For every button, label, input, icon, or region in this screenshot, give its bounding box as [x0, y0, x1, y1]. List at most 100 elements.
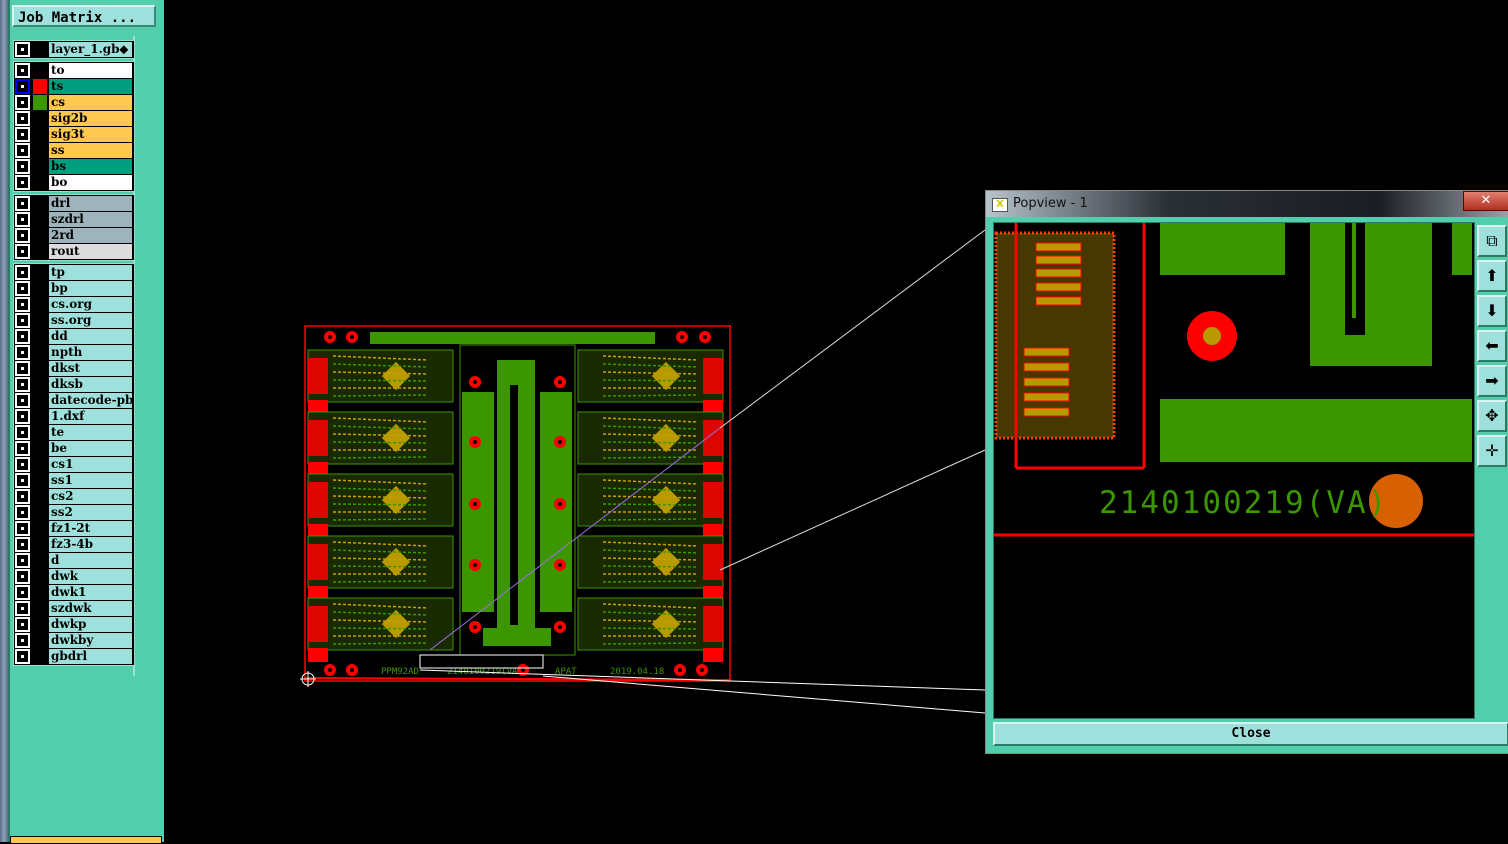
- fit-icon[interactable]: ✥: [1477, 400, 1507, 432]
- layer-select[interactable]: layer_1.gb⬥: [49, 42, 132, 57]
- window-close-button[interactable]: ✕: [1463, 191, 1508, 211]
- layer-checkbox[interactable]: [15, 175, 30, 190]
- move-left-icon[interactable]: ⬅: [1477, 330, 1507, 362]
- layer-checkbox[interactable]: [15, 409, 30, 424]
- layer-checkbox[interactable]: [15, 441, 30, 456]
- layer-name[interactable]: ss1: [49, 473, 132, 488]
- layer-row[interactable]: npth: [14, 345, 134, 360]
- layer-name[interactable]: to: [49, 63, 132, 78]
- zoom-home-icon[interactable]: ⧉: [1477, 225, 1507, 257]
- layer-name[interactable]: te: [49, 425, 132, 440]
- layer-name[interactable]: dwkby: [49, 633, 132, 648]
- layer-checkbox[interactable]: [15, 393, 30, 408]
- layer-row[interactable]: fz1-2t: [14, 521, 134, 536]
- layer-name[interactable]: dwkp: [49, 617, 132, 632]
- layer-checkbox[interactable]: [15, 297, 30, 312]
- layer-row[interactable]: dwk1: [14, 585, 134, 600]
- layer-row[interactable]: ts: [14, 79, 134, 94]
- layer-checkbox[interactable]: [15, 313, 30, 328]
- layer-checkbox[interactable]: [15, 457, 30, 472]
- layer-row[interactable]: fz3-4b: [14, 537, 134, 552]
- layer-row[interactable]: te: [14, 425, 134, 440]
- layer-checkbox[interactable]: [15, 95, 30, 110]
- layer-checkbox[interactable]: [15, 281, 30, 296]
- layer-row[interactable]: bp: [14, 281, 134, 296]
- layer-checkbox[interactable]: [15, 244, 30, 259]
- layer-row[interactable]: dd: [14, 329, 134, 344]
- layer-row[interactable]: 2rd: [14, 228, 134, 243]
- layer-checkbox[interactable]: [15, 329, 30, 344]
- layer-row[interactable]: dwkby: [14, 633, 134, 648]
- layer-checkbox[interactable]: [15, 63, 30, 78]
- layer-color-swatch[interactable]: [33, 79, 47, 94]
- layer-name[interactable]: dkst: [49, 361, 132, 376]
- popview-titlebar[interactable]: X Popview - 1 ✕: [986, 191, 1508, 217]
- layer-row[interactable]: tp: [14, 265, 134, 280]
- layer-row[interactable]: dwkp: [14, 617, 134, 632]
- layer-checkbox[interactable]: [15, 585, 30, 600]
- move-up-icon[interactable]: ⬆: [1477, 260, 1507, 292]
- layer-name[interactable]: bp: [49, 281, 132, 296]
- layer-name[interactable]: ss2: [49, 505, 132, 520]
- layer-row[interactable]: szdwk: [14, 601, 134, 616]
- layer-row[interactable]: cs.org: [14, 297, 134, 312]
- close-button[interactable]: Close: [993, 722, 1508, 746]
- layer-name[interactable]: 1.dxf: [49, 409, 132, 424]
- layer-row[interactable]: drl: [14, 196, 134, 211]
- job-matrix-button[interactable]: Job Matrix ...: [12, 5, 156, 27]
- layer-row[interactable]: to: [14, 63, 134, 78]
- layer-name[interactable]: szdrl: [49, 212, 132, 227]
- layer-name[interactable]: bs: [49, 159, 132, 174]
- layer-name[interactable]: rout: [49, 244, 132, 259]
- popview-canvas[interactable]: 2140100219(VA): [993, 222, 1475, 719]
- layer-name[interactable]: ts: [49, 79, 132, 94]
- layer-header-row[interactable]: layer_1.gb⬥: [14, 42, 134, 57]
- layer-row[interactable]: szdrl: [14, 212, 134, 227]
- layer-name[interactable]: ss: [49, 143, 132, 158]
- center-icon[interactable]: ✛: [1477, 435, 1507, 467]
- layer-checkbox[interactable]: [15, 569, 30, 584]
- layer-row[interactable]: ss1: [14, 473, 134, 488]
- layer-name[interactable]: ss.org: [49, 313, 132, 328]
- layer-row[interactable]: 1.dxf: [14, 409, 134, 424]
- layer-checkbox[interactable]: [15, 425, 30, 440]
- layer-checkbox[interactable]: [15, 127, 30, 142]
- layer-row[interactable]: ss: [14, 143, 134, 158]
- layer-checkbox[interactable]: [15, 228, 30, 243]
- layer-name[interactable]: cs1: [49, 457, 132, 472]
- layer-checkbox[interactable]: [15, 143, 30, 158]
- layer-row[interactable]: dksb: [14, 377, 134, 392]
- layer-color-swatch[interactable]: [33, 95, 47, 110]
- layer-row[interactable]: sig2b: [14, 111, 134, 126]
- layer-name[interactable]: sig3t: [49, 127, 132, 142]
- layer-name[interactable]: fz3-4b: [49, 537, 132, 552]
- layer-name[interactable]: cs: [49, 95, 132, 110]
- layer-checkbox[interactable]: [15, 649, 30, 664]
- layer-name[interactable]: drl: [49, 196, 132, 211]
- layer-checkbox[interactable]: [15, 345, 30, 360]
- layer-name[interactable]: be: [49, 441, 132, 456]
- move-right-icon[interactable]: ➡: [1477, 365, 1507, 397]
- layer-checkbox[interactable]: [15, 111, 30, 126]
- layer-name[interactable]: dd: [49, 329, 132, 344]
- layer-checkbox[interactable]: [15, 196, 30, 211]
- layer-name[interactable]: dwk1: [49, 585, 132, 600]
- layer-name[interactable]: 2rd: [49, 228, 132, 243]
- layer-checkbox[interactable]: [15, 377, 30, 392]
- layer-name[interactable]: fz1-2t: [49, 521, 132, 536]
- layer-checkbox[interactable]: [15, 601, 30, 616]
- layer-name[interactable]: datecode-pbe: [49, 393, 132, 408]
- layer-checkbox[interactable]: [15, 265, 30, 280]
- layer-name[interactable]: szdwk: [49, 601, 132, 616]
- layer-checkbox[interactable]: [15, 473, 30, 488]
- layer-checkbox[interactable]: [15, 79, 30, 94]
- layer-checkbox[interactable]: [15, 633, 30, 648]
- layer-row[interactable]: bo: [14, 175, 134, 190]
- layer-checkbox[interactable]: [15, 521, 30, 536]
- layer-name[interactable]: gbdrl: [49, 649, 132, 664]
- layer-row[interactable]: ss2: [14, 505, 134, 520]
- layer-row[interactable]: dwk: [14, 569, 134, 584]
- layer-row[interactable]: cs: [14, 95, 134, 110]
- layer-name[interactable]: sig2b: [49, 111, 132, 126]
- layer-row[interactable]: be: [14, 441, 134, 456]
